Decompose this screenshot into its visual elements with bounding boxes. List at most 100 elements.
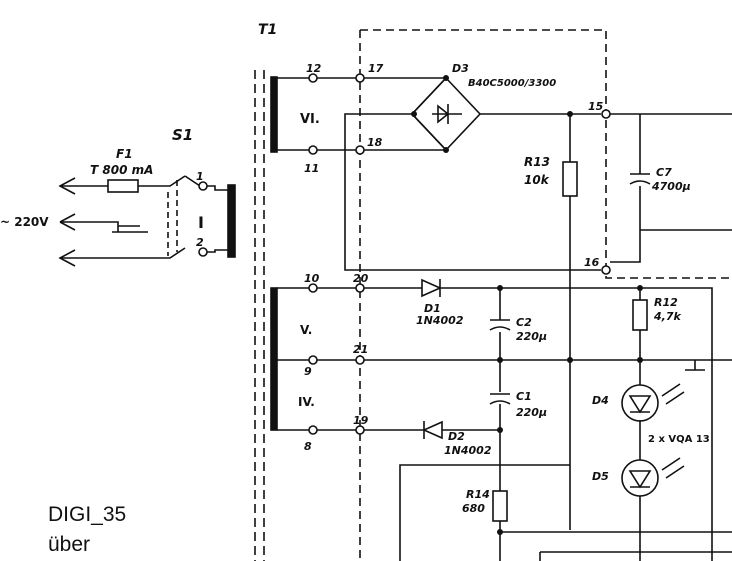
bridge-neg-wire bbox=[344, 113, 601, 271]
diode-d2 bbox=[422, 420, 443, 440]
terminal-18 bbox=[355, 145, 365, 155]
diode-d1 bbox=[421, 278, 442, 298]
junction bbox=[411, 111, 417, 117]
capacitor-c1 bbox=[489, 393, 511, 405]
secondary-v-iv-core bbox=[270, 287, 278, 431]
led-d4 bbox=[621, 384, 659, 422]
terminal-20 bbox=[355, 283, 365, 293]
label-pin-11: 11 bbox=[304, 162, 319, 175]
caption-line-1: DIGI_35 bbox=[48, 503, 127, 526]
junction bbox=[443, 147, 449, 153]
secondary-vi-core bbox=[270, 76, 278, 153]
label-r14: R14 bbox=[466, 488, 490, 501]
label-pin-16: 16 bbox=[584, 256, 600, 269]
ground-symbol bbox=[685, 360, 705, 371]
primary-core bbox=[227, 184, 236, 258]
label-winding-vi: VI. bbox=[300, 112, 320, 127]
label-fuse-value: T 800 mA bbox=[90, 163, 153, 177]
label-pin-15: 15 bbox=[588, 100, 604, 113]
junction bbox=[497, 357, 503, 363]
d1-out-wire bbox=[440, 287, 713, 561]
label-winding-v: V. bbox=[300, 323, 312, 337]
label-c1: C1 bbox=[516, 390, 532, 403]
label-s1-pin1: 1 bbox=[196, 170, 204, 183]
label-s1: S1 bbox=[172, 126, 193, 144]
label-t1: T1 bbox=[258, 22, 277, 38]
terminal-17 bbox=[355, 73, 365, 83]
label-d3: D3 bbox=[452, 62, 469, 75]
led-d4-rays bbox=[661, 383, 685, 405]
label-f1: F1 bbox=[116, 147, 133, 161]
label-s1-pin2: 2 bbox=[196, 236, 204, 249]
mains-bottom-arrow bbox=[58, 249, 76, 267]
label-r13-value: 10k bbox=[524, 173, 550, 187]
label-mains: ~ 220V bbox=[0, 215, 49, 229]
mains-mid-wire bbox=[59, 213, 148, 233]
label-d2-value: 1N4002 bbox=[444, 444, 492, 457]
label-d1: D1 bbox=[424, 302, 441, 315]
terminal-21 bbox=[355, 355, 365, 365]
switch-terminal-2 bbox=[198, 247, 208, 257]
label-d1-value: 1N4002 bbox=[416, 314, 464, 327]
terminal-16 bbox=[601, 265, 611, 275]
label-c2-value: 220µ bbox=[516, 330, 547, 343]
led-d4-symbol bbox=[628, 395, 652, 414]
junction bbox=[497, 427, 503, 433]
label-pin-10: 10 bbox=[304, 272, 320, 285]
switch-terminal-1 bbox=[198, 181, 208, 191]
led-d5-rays bbox=[661, 457, 685, 479]
label-r12: R12 bbox=[654, 296, 678, 309]
resistor-r13 bbox=[562, 161, 578, 197]
junction bbox=[637, 357, 643, 363]
label-pin-12: 12 bbox=[306, 62, 322, 75]
c7-wire bbox=[610, 114, 641, 263]
terminal-8 bbox=[308, 425, 318, 435]
label-pin-8: 8 bbox=[304, 440, 312, 453]
label-c1-value: 220µ bbox=[516, 406, 547, 419]
label-pin-19: 19 bbox=[353, 414, 369, 427]
terminal-9 bbox=[308, 355, 318, 365]
terminal-12 bbox=[308, 73, 318, 83]
label-pin-17: 17 bbox=[368, 62, 384, 75]
label-primary: I bbox=[198, 213, 204, 232]
label-pin-9: 9 bbox=[304, 365, 312, 378]
capacitor-c2 bbox=[489, 319, 511, 331]
terminal-19 bbox=[355, 425, 365, 435]
label-r14-value: 680 bbox=[462, 502, 485, 515]
label-d4: D4 bbox=[592, 394, 609, 407]
label-pin-20: 20 bbox=[353, 272, 369, 285]
junction bbox=[567, 357, 573, 363]
label-pin-21: 21 bbox=[353, 343, 368, 356]
junction bbox=[497, 285, 503, 291]
r13-return-wire bbox=[399, 464, 570, 561]
label-d2: D2 bbox=[448, 430, 465, 443]
vi-top-wire bbox=[277, 77, 448, 113]
terminal-10 bbox=[308, 283, 318, 293]
label-pin-18: 18 bbox=[367, 136, 383, 149]
label-c7: C7 bbox=[656, 166, 672, 179]
fuse-f1 bbox=[107, 179, 139, 193]
caption-line-2: über bbox=[48, 533, 91, 556]
label-d3-value: B40C5000/3300 bbox=[468, 78, 556, 89]
bridge-diode-symbol bbox=[432, 104, 462, 124]
terminal-15 bbox=[601, 109, 611, 119]
label-d5: D5 bbox=[592, 470, 609, 483]
capacitor-c7 bbox=[629, 173, 651, 185]
mains-top-arrow bbox=[58, 177, 76, 195]
junction bbox=[637, 285, 643, 291]
label-c2: C2 bbox=[516, 316, 532, 329]
label-c7-value: 4700µ bbox=[651, 180, 691, 193]
junction bbox=[497, 529, 503, 535]
label-winding-iv: IV. bbox=[298, 395, 315, 409]
resistor-r14 bbox=[492, 490, 508, 522]
mains-top-wire bbox=[60, 175, 186, 187]
label-r12-value: 4,7k bbox=[653, 310, 681, 323]
bottom-bus bbox=[500, 531, 732, 561]
led-d5 bbox=[621, 459, 659, 497]
junction bbox=[567, 111, 573, 117]
junction bbox=[443, 75, 449, 81]
terminal-11 bbox=[308, 145, 318, 155]
dashed-enclosure bbox=[359, 29, 732, 561]
resistor-r12 bbox=[632, 299, 648, 331]
